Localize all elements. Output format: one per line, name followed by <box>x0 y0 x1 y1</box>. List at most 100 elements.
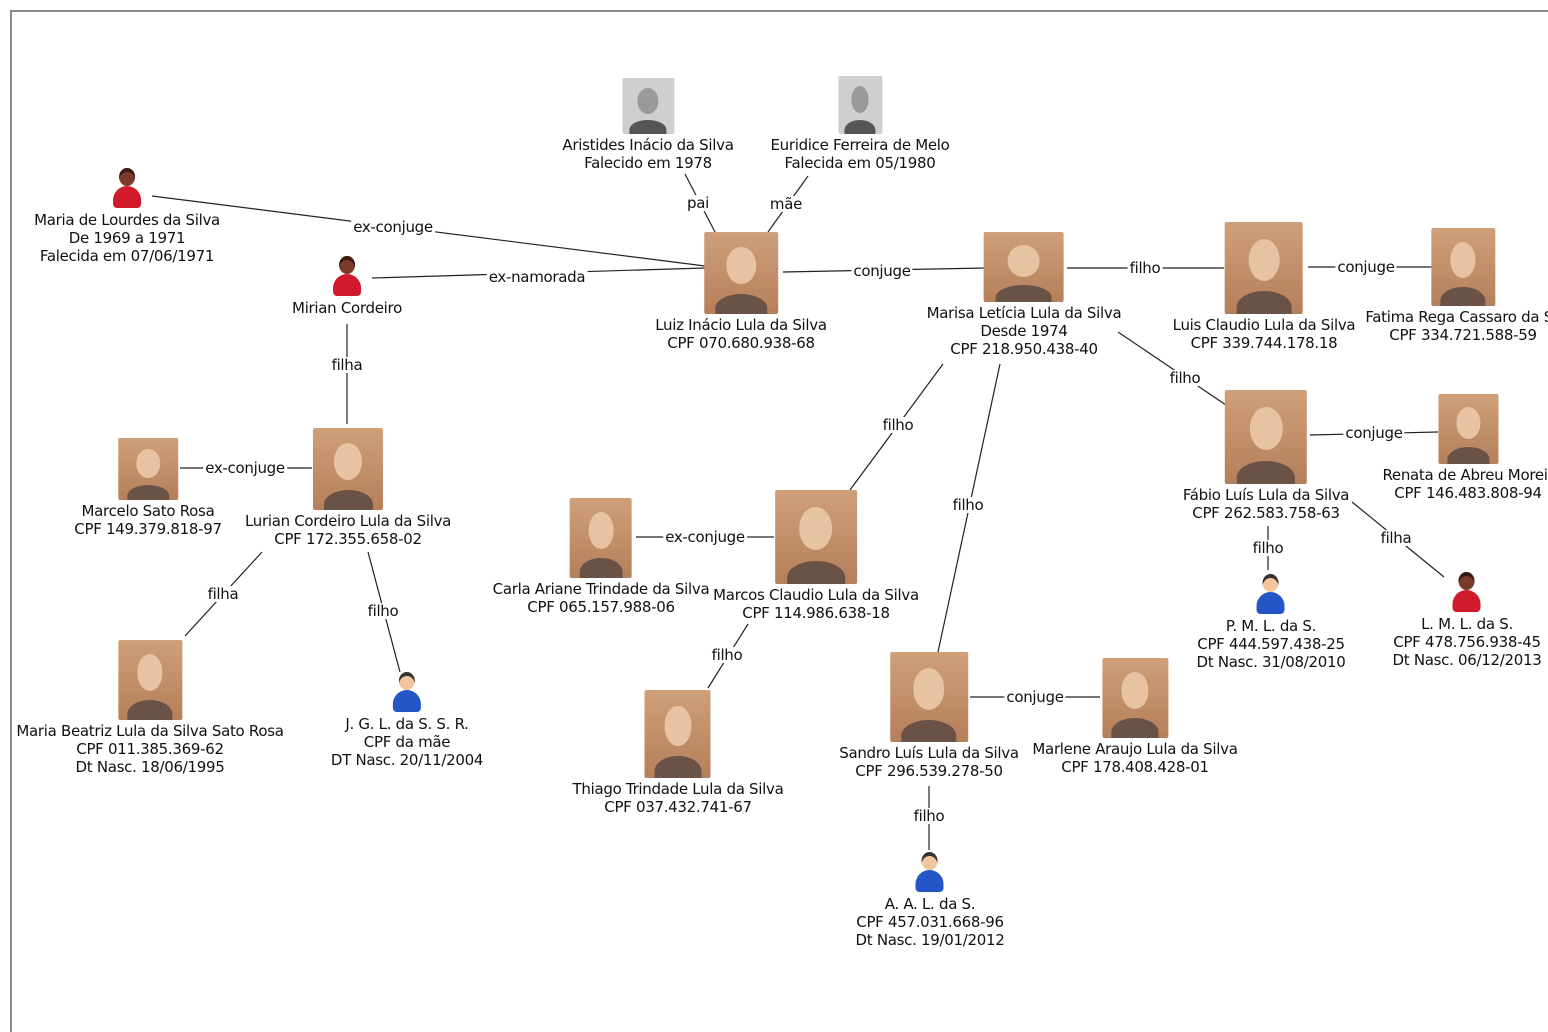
relation-label-conjuge: conjuge <box>1343 424 1405 442</box>
person-detail: CPF 172.355.658-02 <box>274 530 422 548</box>
relation-label-ex-namorada: ex-namorada <box>486 268 588 286</box>
person-detail: CPF 334.721.588-59 <box>1389 326 1537 344</box>
relation-label-conjuge: conjuge <box>851 262 913 280</box>
portrait-photo <box>622 78 674 134</box>
portrait-photo <box>117 438 178 500</box>
person-name: Luis Claudio Lula da Silva <box>1172 316 1356 334</box>
relation-label-filho: filho <box>709 646 745 664</box>
person-node-mirian[interactable]: Mirian Cordeiro <box>292 256 402 317</box>
person-name: Maria de Lourdes da Silva <box>34 211 220 229</box>
person-detail: Dt Nasc. 18/06/1995 <box>75 758 225 776</box>
person-name: Marisa Letícia Lula da Silva <box>926 304 1122 322</box>
relation-label-filho: filho <box>911 807 947 825</box>
person-name: Euridice Ferreira de Melo <box>770 136 950 154</box>
person-detail: Dt Nasc. 06/12/2013 <box>1392 651 1542 669</box>
relation-label-mãe: mãe <box>767 195 805 213</box>
person-name: A. A. L. da S. <box>884 895 976 913</box>
male-person-icon <box>912 852 948 892</box>
portrait-photo <box>838 76 882 134</box>
male-person-icon <box>1253 574 1289 614</box>
person-detail: Dt Nasc. 19/01/2012 <box>855 931 1005 949</box>
portrait-photo <box>569 498 632 578</box>
portrait-photo <box>1438 394 1498 464</box>
relation-label-conjuge: conjuge <box>1335 258 1397 276</box>
person-name: Marcos Claudio Lula da Silva <box>713 586 919 604</box>
person-detail: CPF 478.756.938-45 <box>1393 633 1541 651</box>
portrait-photo <box>889 652 968 742</box>
person-name: P. M. L. da S. <box>1225 617 1317 635</box>
person-detail: Dt Nasc. 31/08/2010 <box>1196 653 1346 671</box>
portrait-photo <box>645 690 711 778</box>
person-name: Luiz Inácio Lula da Silva <box>655 316 827 334</box>
person-detail: Desde 1974 <box>980 322 1068 340</box>
person-name: L. M. L. da S. <box>1421 615 1513 633</box>
person-detail: CPF da mãe <box>363 733 451 751</box>
relation-label-filho: filho <box>1250 539 1286 557</box>
portrait-photo <box>118 640 182 720</box>
person-detail: CPF 070.680.938-68 <box>667 334 815 352</box>
person-detail: CPF 339.744.178.18 <box>1190 334 1338 352</box>
relation-label-filha: filha <box>1378 529 1414 547</box>
relation-label-filho: filho <box>1167 369 1203 387</box>
portrait-photo <box>1102 658 1168 738</box>
person-name: Lurian Cordeiro Lula da Silva <box>244 512 452 530</box>
person-detail: CPF 444.597.438-25 <box>1197 635 1345 653</box>
person-detail: CPF 149.379.818-97 <box>74 520 222 538</box>
person-name: Marcelo Sato Rosa <box>81 502 215 520</box>
relation-label-filha: filha <box>329 356 365 374</box>
person-name: Marlene Araujo Lula da Silva <box>1032 740 1238 758</box>
person-name: Sandro Luís Lula da Silva <box>839 744 1019 762</box>
relation-label-ex-conjuge: ex-conjuge <box>663 528 747 546</box>
person-detail: CPF 114.986.638-18 <box>742 604 890 622</box>
person-name: Maria Beatriz Lula da Silva Sato Rosa <box>16 722 284 740</box>
portrait-photo <box>1224 222 1303 314</box>
relation-line-marisa-fabio <box>1117 331 1227 406</box>
male-person-icon <box>389 672 425 712</box>
relation-label-ex-conjuge: ex-conjuge <box>203 459 287 477</box>
relation-label-filho: filho <box>365 602 401 620</box>
person-detail: De 1969 a 1971 <box>68 229 186 247</box>
female-person-icon <box>1449 572 1485 612</box>
portrait-photo <box>983 232 1064 302</box>
person-name: Mirian Cordeiro <box>292 299 402 317</box>
person-name: Thiago Trindade Lula da Silva <box>572 780 784 798</box>
person-detail: Falecido em 1978 <box>584 154 712 172</box>
person-detail: CPF 037.432.741-67 <box>604 798 752 816</box>
person-detail: Falecida em 07/06/1971 <box>39 247 215 265</box>
person-detail: CPF 262.583.758-63 <box>1192 504 1340 522</box>
person-detail: CPF 218.950.438-40 <box>950 340 1098 358</box>
relation-label-ex-conjuge: ex-conjuge <box>351 218 435 236</box>
portrait-photo <box>704 232 778 314</box>
portrait-photo <box>1431 228 1495 306</box>
person-detail: CPF 011.385.369-62 <box>76 740 224 758</box>
person-name: Fatima Rega Cassaro da Sil <box>1365 308 1548 326</box>
relation-label-filho: filho <box>880 416 916 434</box>
relation-label-filho: filho <box>1127 259 1163 277</box>
person-detail: CPF 178.408.428-01 <box>1061 758 1209 776</box>
person-name: Renata de Abreu Moreir <box>1382 466 1548 484</box>
relation-label-pai: pai <box>685 194 711 212</box>
relation-label-filha: filha <box>205 585 241 603</box>
person-name: J. G. L. da S. S. R. <box>345 715 469 733</box>
